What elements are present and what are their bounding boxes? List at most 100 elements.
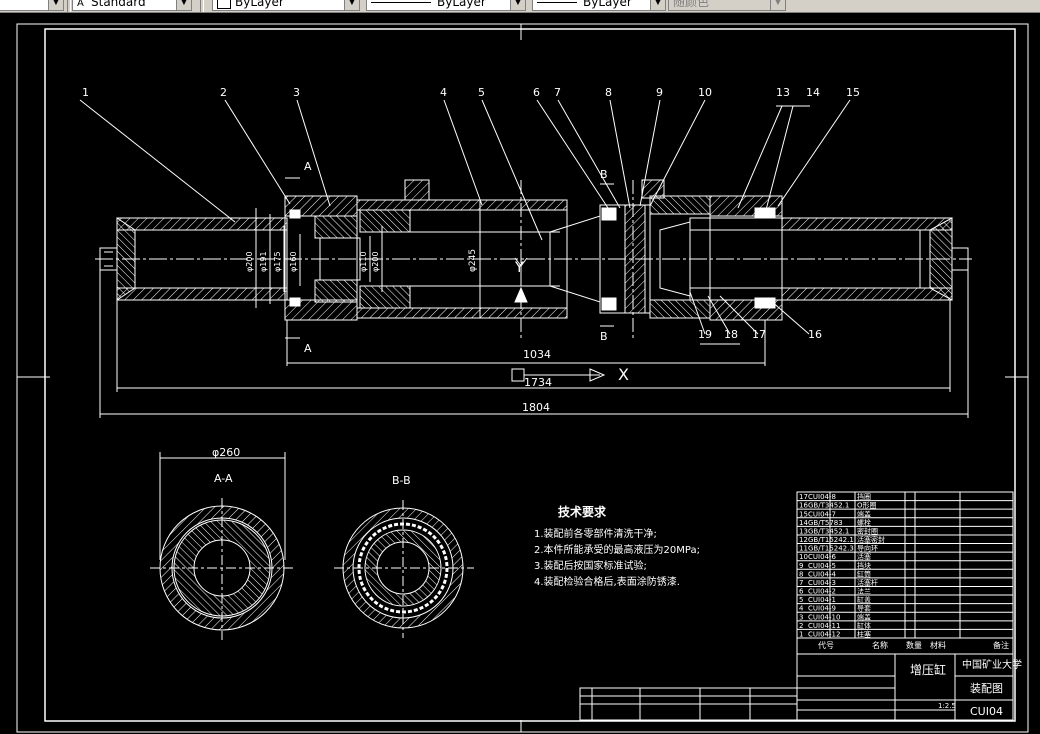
part-number: 19 <box>698 328 712 341</box>
view-label-aa: A-A <box>214 472 233 485</box>
left-end-plug <box>99 247 118 271</box>
chevron-down-icon: ▼ <box>770 0 785 10</box>
text-style-icon: A <box>77 0 84 9</box>
chevron-down-icon: ▼ <box>650 0 665 10</box>
bom-cell-code: CUI04-8 <box>808 493 836 501</box>
drawing-canvas[interactable]: 1 2 3 4 5 6 7 8 9 10 13 14 15 16 17 18 1… <box>0 12 1040 734</box>
color-swatch-icon <box>217 0 231 9</box>
bom-cell-no: 17 <box>799 493 808 501</box>
part-number: 18 <box>724 328 738 341</box>
chevron-down-icon: ▼ <box>176 0 191 10</box>
bom-cell-code: CUI04-1 <box>808 596 836 604</box>
title-block <box>579 491 1014 721</box>
part-number: 3 <box>293 86 300 99</box>
part-number: 14 <box>806 86 820 99</box>
bom-cell-name: 缸盖 <box>857 595 871 604</box>
part-number: 7 <box>554 86 561 99</box>
bom-cell-no: 15 <box>799 510 808 518</box>
lineweight-dropdown[interactable]: ByLayer ▼ <box>532 0 666 11</box>
section-mark-b: B <box>600 330 608 343</box>
textstyle-value: Standard <box>91 0 146 9</box>
part-number: 15 <box>846 86 860 99</box>
part-number: 6 <box>533 86 540 99</box>
main-assembly-view <box>79 99 972 418</box>
bom-cell-name: 导向环 <box>857 544 878 553</box>
bom-cell-no: 5 <box>799 596 803 604</box>
layer-color-dropdown[interactable]: ByLayer ▼ <box>212 0 360 11</box>
tech-req-item: 4.装配检验合格后,表面涂防锈漆. <box>534 575 680 588</box>
bom-cell-no: 9 <box>799 562 803 570</box>
bom-cell-no: 1 <box>799 631 803 639</box>
chevron-down-icon: ▼ <box>510 0 525 10</box>
linetype-dropdown[interactable]: ByLayer ▼ <box>366 0 526 11</box>
bom-cell-no: 8 <box>799 570 803 578</box>
layer-color-value: ByLayer <box>235 0 284 9</box>
bom-cell-name: 挡圈 <box>857 492 871 501</box>
tech-req-item: 2.本件所能承受的最高液压为20MPa; <box>534 543 700 556</box>
part-leaders <box>79 99 851 345</box>
sheet-inner-border <box>44 28 1016 722</box>
part-number: 1 <box>82 86 89 99</box>
bom-cell-no: 12 <box>799 536 808 544</box>
bom-cell-no: 10 <box>799 553 808 561</box>
bom-cell-name: O形圈 <box>857 502 877 510</box>
lineweight-preview-icon <box>537 2 577 3</box>
dimension-phi175: φ175 <box>273 251 282 272</box>
part-number: 9 <box>656 86 663 99</box>
part-number: 17 <box>752 328 766 341</box>
bom-cell-name: 螺栓 <box>857 518 871 527</box>
bom-cell-code: CUI04-9 <box>808 605 836 613</box>
part-name: 增压缸 <box>910 662 946 677</box>
textstyle-dropdown[interactable]: A Standard ▼ <box>72 0 192 11</box>
dimension-phi191: φ191 <box>259 251 268 272</box>
dimension-1034: 1034 <box>523 348 551 361</box>
drawing-type: 装配图 <box>970 682 1003 695</box>
textstyle-prev-dropdown[interactable]: ▼ <box>0 0 64 11</box>
properties-toolbar: ▼ A Standard ▼ ByLayer ▼ ByLayer ▼ ByLaye… <box>0 0 1040 13</box>
bom-cell-no: 6 <box>799 588 804 596</box>
bom-cell-name: 活塞杆 <box>857 578 878 587</box>
school-name: 中国矿业大学 <box>962 658 1022 671</box>
bom-cell-code: GB/T15242.3 <box>808 545 854 553</box>
bom-cell-name: 活塞密封 <box>857 535 885 544</box>
part-number: 13 <box>776 86 790 99</box>
tech-req-title: 技术要求 <box>558 504 607 519</box>
bom-row: 4 CUI04-9 导套 <box>799 604 871 613</box>
plotstyle-dropdown: 随颜色 ▼ <box>668 0 786 11</box>
chevron-down-icon: ▼ <box>344 0 359 10</box>
part-number: 10 <box>698 86 712 99</box>
bom-row: 5 CUI04-1 缸盖 <box>799 595 871 604</box>
left-plunger-end <box>116 217 136 301</box>
scale-value: 1:2.5 <box>938 702 956 710</box>
bom-cell-no: 7 <box>799 579 803 587</box>
bom-cell-no: 14 <box>799 519 808 527</box>
bom-cell-code: CUI04-3 <box>808 579 836 587</box>
bom-header-code: 代号 <box>818 640 834 650</box>
bom-cell-code: GB/T15242.1 <box>808 536 854 544</box>
bom-cell-name: 柱塞 <box>857 630 871 639</box>
dimension-phi200: φ200 <box>245 251 254 272</box>
bom-header-remark: 备注 <box>993 640 1009 650</box>
part-number: 5 <box>478 86 485 99</box>
view-label-bb: B-B <box>392 474 411 487</box>
dimension-phi110: φ110 <box>359 251 368 272</box>
bom-cell-name: 导套 <box>857 604 871 613</box>
bom-cell-no: 4 <box>799 605 804 613</box>
section-mark-a: A <box>304 342 312 355</box>
left-plunger-hatch-bottom <box>116 287 288 301</box>
title-block-text: 代号 名称 数量 材料 备注 增压缸 中国矿业大学 装配图 CUI04 1:2.… <box>818 640 1022 718</box>
left-plunger-hatch-top <box>116 217 288 231</box>
bom-cell-code: GB/T5783 <box>808 519 843 527</box>
